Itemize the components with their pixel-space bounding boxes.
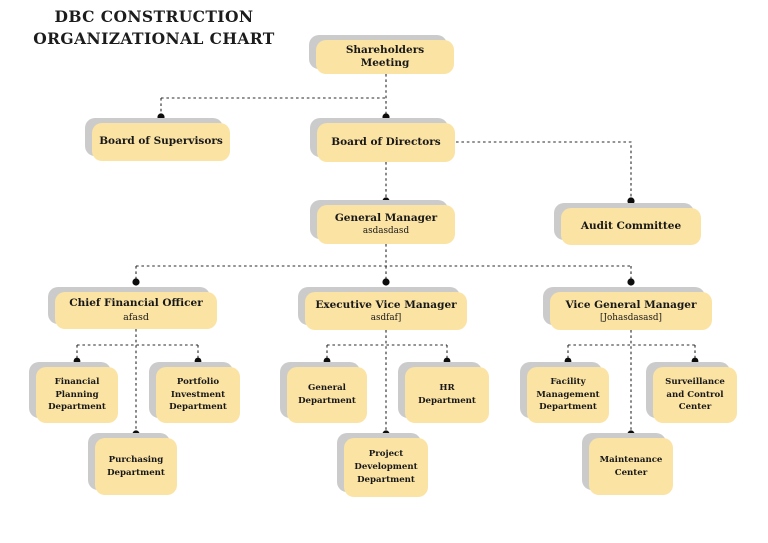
node-purchasing-department[interactable]: Purchasing Department [95, 438, 177, 495]
node-label: Maintenance Center [599, 454, 663, 478]
node-sublabel: asdfaf] [370, 312, 402, 323]
node-vice-general-manager[interactable]: Vice General Manager [Johasdasasd] [550, 292, 712, 330]
chart-title-line1: DBC CONSTRUCTION [54, 7, 254, 26]
node-sublabel: asdasdasd [362, 226, 410, 237]
node-audit-committee[interactable]: Audit Committee [561, 208, 701, 245]
node-label: General Department [298, 383, 356, 406]
node-label: Shareholders Meeting [345, 43, 425, 69]
node-label: General Manager [334, 212, 438, 225]
node-surveillance-and-control-center[interactable]: Surveillance and Control Center [653, 367, 737, 423]
chart-title-line2: ORGANIZATIONAL CHART [33, 29, 275, 49]
node-label: Project Development Department [354, 449, 418, 485]
node-project-development-department[interactable]: Project Development Department [344, 438, 428, 497]
connector-dots [73, 113, 699, 438]
node-facility-management-department[interactable]: Facility Management Department [527, 367, 609, 423]
node-board-of-supervisors[interactable]: Board of Supervisors [92, 123, 230, 161]
node-label: Board of Supervisors [99, 135, 223, 148]
node-suffix: afasd [123, 311, 149, 323]
node-label: Portfolio Investment Department [169, 376, 227, 413]
node-label: HR Department [418, 383, 476, 406]
node-label: Facility Management Department [536, 376, 600, 413]
node-label: Executive Vice Manager [315, 298, 457, 311]
chart-title: DBC CONSTRUCTION ORGANIZATIONAL CHART [28, 6, 280, 51]
node-label: Audit Committee [580, 219, 682, 232]
node-general-department[interactable]: General Department [287, 367, 367, 423]
node-financial-planning-department[interactable]: Financial Planning Department [36, 367, 118, 423]
node-executive-vice-manager[interactable]: Executive Vice Manager asdfaf] [305, 292, 467, 330]
node-label: Board of Directors [331, 135, 441, 148]
node-label: Vice General Manager [565, 298, 697, 311]
node-label: Purchasing Department [107, 454, 165, 478]
node-chief-financial-officer[interactable]: Chief Financial Officer afasd [55, 292, 217, 329]
node-sublabel: [Johasdasasd] [600, 312, 662, 323]
node-hr-department[interactable]: HR Department [405, 367, 489, 423]
node-portfolio-investment-department[interactable]: Portfolio Investment Department [156, 367, 240, 423]
node-board-of-directors[interactable]: Board of Directors [317, 123, 455, 162]
node-maintenance-center[interactable]: Maintenance Center [589, 438, 673, 495]
node-label: Financial Planning Department [48, 376, 106, 413]
node-label: Surveillance and Control Center [665, 376, 725, 413]
node-general-manager[interactable]: General Manager asdasdasd [317, 205, 455, 244]
node-label: Chief Financial Officer afasd [69, 297, 203, 323]
node-shareholders-meeting[interactable]: Shareholders Meeting [316, 40, 454, 74]
